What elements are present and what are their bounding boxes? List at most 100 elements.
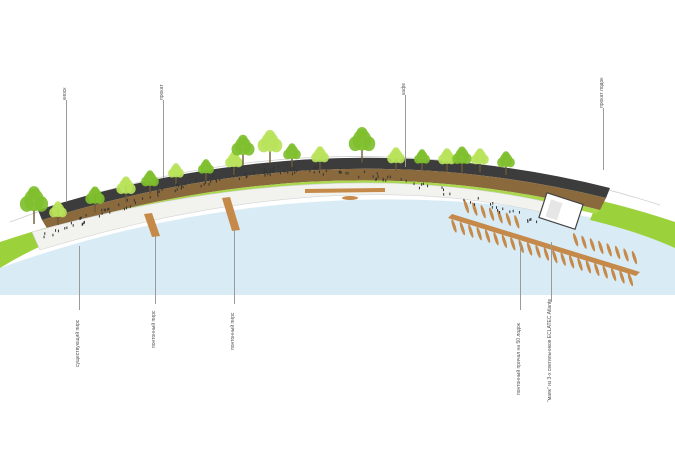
trees (19, 126, 515, 225)
tree (283, 143, 301, 167)
person (238, 177, 240, 181)
boat (619, 270, 625, 284)
person (529, 218, 531, 222)
boat (501, 234, 508, 248)
person (126, 198, 128, 202)
person (442, 188, 444, 192)
person (527, 219, 529, 222)
person (55, 229, 57, 232)
person (185, 182, 187, 186)
label-pontoon-pier-1: понтонный пирс (151, 310, 157, 348)
person (52, 233, 54, 237)
person (405, 179, 407, 183)
person (203, 183, 205, 186)
boat (560, 252, 566, 266)
person (263, 170, 265, 174)
tree (225, 151, 243, 175)
person (210, 180, 212, 183)
person (205, 181, 207, 184)
person (385, 179, 387, 182)
cafe-deck (305, 188, 385, 193)
planting-band (42, 168, 606, 230)
tree (19, 186, 49, 224)
person (387, 175, 389, 179)
person (246, 174, 248, 178)
person (66, 226, 68, 230)
person (129, 205, 131, 208)
leader-boat-rental (603, 108, 604, 170)
boat (526, 242, 533, 256)
person (490, 203, 492, 206)
person (177, 184, 179, 188)
small-boat (342, 196, 358, 200)
mooring-walkway (448, 214, 640, 276)
person (422, 182, 424, 186)
person (82, 222, 84, 226)
boat-rental-building (538, 192, 584, 230)
person (135, 201, 137, 205)
tree (49, 201, 67, 225)
person (157, 194, 159, 197)
boat (518, 239, 524, 254)
person (322, 173, 324, 176)
person (309, 169, 311, 173)
leader-lanterns (551, 242, 552, 302)
person (376, 177, 378, 181)
person (270, 168, 272, 171)
person (101, 208, 103, 212)
tree (497, 151, 515, 175)
person (176, 183, 178, 187)
person (358, 175, 360, 179)
boat (585, 260, 592, 274)
person (272, 167, 274, 170)
label-existing-pier: существующий пирс (75, 319, 81, 367)
person (496, 206, 498, 209)
person (317, 165, 319, 168)
boat (493, 232, 499, 246)
leader-pontoon-mooring (520, 244, 521, 310)
label-cafe: кафе (401, 83, 407, 95)
leader-rental (163, 100, 164, 178)
person (219, 178, 221, 181)
person (107, 208, 109, 211)
person (418, 186, 420, 190)
person (283, 170, 285, 173)
person (83, 221, 85, 225)
person (234, 170, 236, 174)
road-band (38, 157, 610, 220)
person (180, 187, 182, 190)
tree (116, 176, 136, 203)
person (272, 169, 274, 173)
moored-boats (451, 199, 638, 287)
boat (480, 204, 486, 219)
person (149, 195, 151, 199)
tree (387, 147, 405, 171)
person (182, 185, 184, 189)
person (325, 169, 327, 173)
person (340, 166, 342, 170)
boat (484, 229, 491, 243)
person (174, 189, 176, 193)
person (176, 188, 178, 191)
person (363, 170, 365, 174)
person (470, 201, 472, 204)
person (57, 229, 59, 233)
boat (598, 240, 604, 255)
person (245, 172, 247, 176)
boat (577, 257, 583, 271)
boat (476, 226, 482, 241)
person (427, 184, 429, 188)
person (512, 209, 514, 213)
person (101, 212, 103, 215)
boat (514, 215, 520, 229)
person (347, 171, 349, 175)
person (318, 170, 320, 174)
person (389, 175, 391, 179)
boat (463, 199, 470, 214)
person (474, 203, 476, 206)
person (421, 183, 423, 186)
person (118, 203, 120, 207)
person (340, 171, 342, 174)
person (293, 167, 295, 171)
person (313, 170, 315, 174)
